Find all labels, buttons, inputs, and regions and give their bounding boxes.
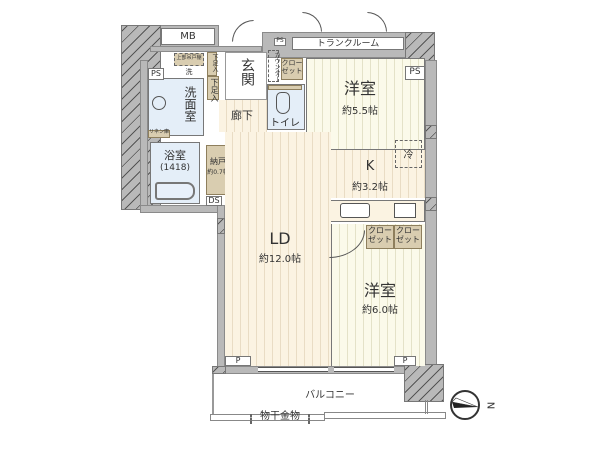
compass-north-label: N bbox=[484, 401, 496, 410]
closet-room2b[interactable] bbox=[394, 225, 422, 249]
hallway-name: 廊下 bbox=[231, 109, 253, 122]
counter bbox=[268, 50, 279, 82]
balcony-rail-right bbox=[324, 412, 446, 419]
mb-label: MB bbox=[180, 31, 196, 42]
wall-hatch-right-2 bbox=[425, 197, 437, 211]
ld-area: 約12.0帖 bbox=[258, 254, 302, 265]
wall-left-wet bbox=[140, 60, 148, 210]
wall-hatch-bottomright bbox=[404, 364, 444, 402]
closet-room2a[interactable] bbox=[366, 225, 394, 249]
p-left-label: P bbox=[235, 356, 241, 365]
p-left-box bbox=[225, 356, 251, 366]
fridge-space bbox=[395, 140, 422, 168]
ps-right-box bbox=[405, 66, 425, 80]
storage-area: 約0.7帖 bbox=[207, 169, 229, 176]
linen-cabinet bbox=[148, 130, 170, 138]
entrance-name: 玄関 bbox=[239, 58, 255, 86]
wash-label: 洗 bbox=[185, 68, 193, 76]
compass-icon bbox=[450, 390, 480, 420]
ps-top-label: PS bbox=[276, 37, 284, 44]
ps-left-label: PS bbox=[151, 69, 161, 78]
trunk-room-label: トランクルーム bbox=[316, 39, 380, 49]
toilet-name: トイレ bbox=[270, 118, 300, 129]
door-trunk-2[interactable] bbox=[367, 12, 387, 32]
washbasin-icon bbox=[152, 96, 166, 110]
laundry-hook-right bbox=[308, 414, 310, 424]
shoe-box-1-label: 下足入 bbox=[211, 54, 218, 72]
mb-box bbox=[161, 28, 215, 45]
p-right-label: P bbox=[402, 356, 408, 365]
bathroom-name: 浴室 bbox=[164, 149, 186, 162]
upper-cabinet-wash-label: 上部吊戸棚 bbox=[176, 55, 202, 61]
wall-hatch-bottomleft bbox=[212, 366, 226, 374]
laundry-hook-left bbox=[250, 414, 252, 424]
ps-right-label: PS bbox=[409, 67, 421, 77]
ps-left-box bbox=[148, 68, 164, 80]
living-dining bbox=[225, 132, 331, 366]
upper-cabinet-wash bbox=[174, 53, 204, 66]
door-trunk-1[interactable] bbox=[302, 12, 322, 32]
storage-name: 納戸 bbox=[210, 157, 226, 166]
shoe-box-2-label: 下足入 bbox=[210, 78, 219, 102]
shoe-box-1[interactable] bbox=[207, 52, 217, 76]
ps-top-box bbox=[274, 38, 286, 46]
western-room-2-area: 約6.0帖 bbox=[362, 305, 398, 316]
toilet-bowl-icon bbox=[276, 92, 290, 114]
western-room-1-area: 約5.5帖 bbox=[342, 106, 378, 117]
wall-top bbox=[150, 46, 262, 52]
counter-label: カウンター bbox=[273, 52, 280, 82]
closet-room2b-label: クローゼット bbox=[396, 226, 420, 244]
kitchen-name: K bbox=[365, 159, 375, 174]
closet-room1-label: クローゼット bbox=[281, 59, 303, 75]
ld-name: LD bbox=[269, 229, 291, 248]
western-room-2-name: 洋室 bbox=[363, 281, 396, 300]
sink-icon bbox=[340, 203, 370, 218]
window-ld bbox=[258, 367, 328, 372]
window-room2 bbox=[334, 367, 394, 372]
bathroom-size: (1418) bbox=[160, 163, 190, 173]
balcony-name: バルコニー bbox=[305, 390, 355, 401]
balcony-post-right bbox=[425, 400, 428, 414]
laundry-rack-label: 物干金物 bbox=[260, 411, 300, 422]
balcony bbox=[212, 374, 448, 414]
ds-box bbox=[206, 196, 222, 206]
stove-icon bbox=[394, 203, 416, 218]
upper-cabinet-toilet bbox=[268, 85, 302, 90]
shoe-box-2[interactable] bbox=[207, 76, 219, 100]
washroom-name: 洗面室 bbox=[183, 86, 197, 122]
wall-hatch-ld bbox=[217, 218, 225, 234]
kitchen-area: 約3.2帖 bbox=[352, 182, 388, 193]
trunk-room bbox=[292, 37, 404, 50]
door-main-entrance[interactable] bbox=[232, 20, 254, 42]
bathtub-icon bbox=[155, 182, 195, 200]
hallway bbox=[219, 100, 267, 132]
linen-label: リネン庫 bbox=[148, 129, 169, 135]
closet-room1[interactable] bbox=[281, 58, 303, 80]
ds-label: DS bbox=[208, 196, 220, 205]
entrance bbox=[225, 52, 267, 100]
closet-room2a-label: クローゼット bbox=[368, 226, 392, 244]
wall-right bbox=[425, 60, 437, 370]
western-room-1-name: 洋室 bbox=[343, 79, 376, 98]
p-right-box bbox=[394, 356, 416, 366]
wall-hatch-right-1 bbox=[425, 125, 437, 139]
wall-bottom-wet bbox=[140, 205, 223, 213]
fridge-label: 冷 bbox=[403, 150, 414, 161]
